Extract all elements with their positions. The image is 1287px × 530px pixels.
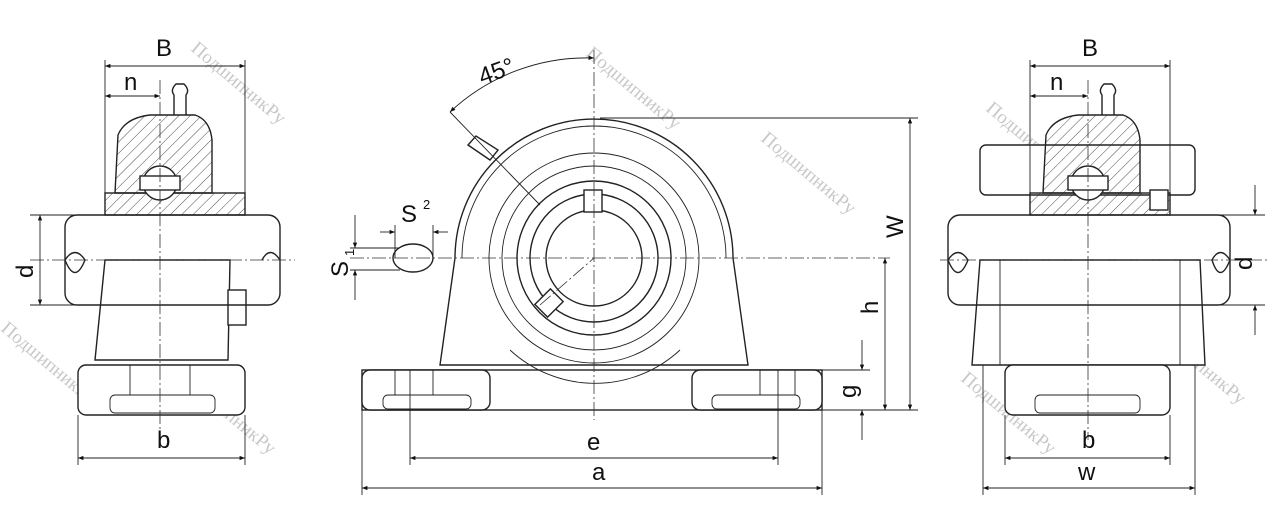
drawing-line <box>94 259 231 361</box>
drawing-line <box>539 257 595 306</box>
dim-45-angle: 45° <box>475 53 518 91</box>
right-side-view: B n d b w <box>940 35 1270 495</box>
drawing-line <box>947 251 969 274</box>
drawing-line <box>509 349 681 384</box>
dim-g: g <box>835 385 862 398</box>
watermark-text: ПодшипникРу <box>187 38 290 130</box>
dim-b-right: b <box>1082 427 1095 454</box>
drawing-line <box>533 287 565 319</box>
left-side-view: B n d b <box>12 35 295 465</box>
dim-w: w <box>1077 459 1096 486</box>
drawing-line <box>382 394 472 410</box>
drawing-line <box>1149 189 1169 211</box>
drawing-line <box>691 369 823 411</box>
drawing-line <box>971 259 1206 366</box>
drawing-line <box>439 118 749 366</box>
dim-S1-subscript: 1 <box>342 249 357 256</box>
dim-a: a <box>592 459 606 486</box>
drawing-line <box>449 111 541 206</box>
drawing-line <box>109 394 216 414</box>
drawing-line <box>711 394 801 410</box>
dim-S1: S <box>327 261 354 277</box>
dim-n-right: n <box>1050 69 1063 96</box>
dim-d-right: d <box>1231 257 1258 270</box>
front-view: 45° S 2 S 1 W h g e a <box>327 50 918 495</box>
drawing-line <box>1034 394 1141 414</box>
drawing-line <box>583 189 603 213</box>
drawing-line <box>1004 364 1171 416</box>
drawing-line <box>1099 83 1117 115</box>
drawing-line <box>77 364 246 416</box>
drawing-line <box>449 55 595 113</box>
dim-S2-superscript: 2 <box>423 197 430 212</box>
drawing-line <box>104 192 246 216</box>
drawing-line <box>466 135 500 161</box>
dim-n: n <box>124 69 137 96</box>
drawing-line <box>227 289 247 326</box>
dim-d: d <box>12 265 39 278</box>
dim-e: e <box>587 429 600 456</box>
dim-S2: S <box>401 201 417 228</box>
drawing-line <box>261 251 281 261</box>
drawing-line <box>171 83 189 115</box>
dim-W: W <box>882 215 909 238</box>
drawing-line <box>1211 251 1231 274</box>
drawing-line <box>1029 192 1171 216</box>
dim-B-right: B <box>1082 35 1098 62</box>
drawing-line <box>1042 114 1141 194</box>
drawing-line <box>361 369 491 411</box>
dim-b: b <box>157 427 170 454</box>
drawing-line <box>64 251 86 274</box>
watermark-text: ПодшипникРу <box>757 128 860 220</box>
dim-h: h <box>857 301 884 314</box>
drawing-line <box>114 114 213 194</box>
dim-B: B <box>156 35 172 62</box>
